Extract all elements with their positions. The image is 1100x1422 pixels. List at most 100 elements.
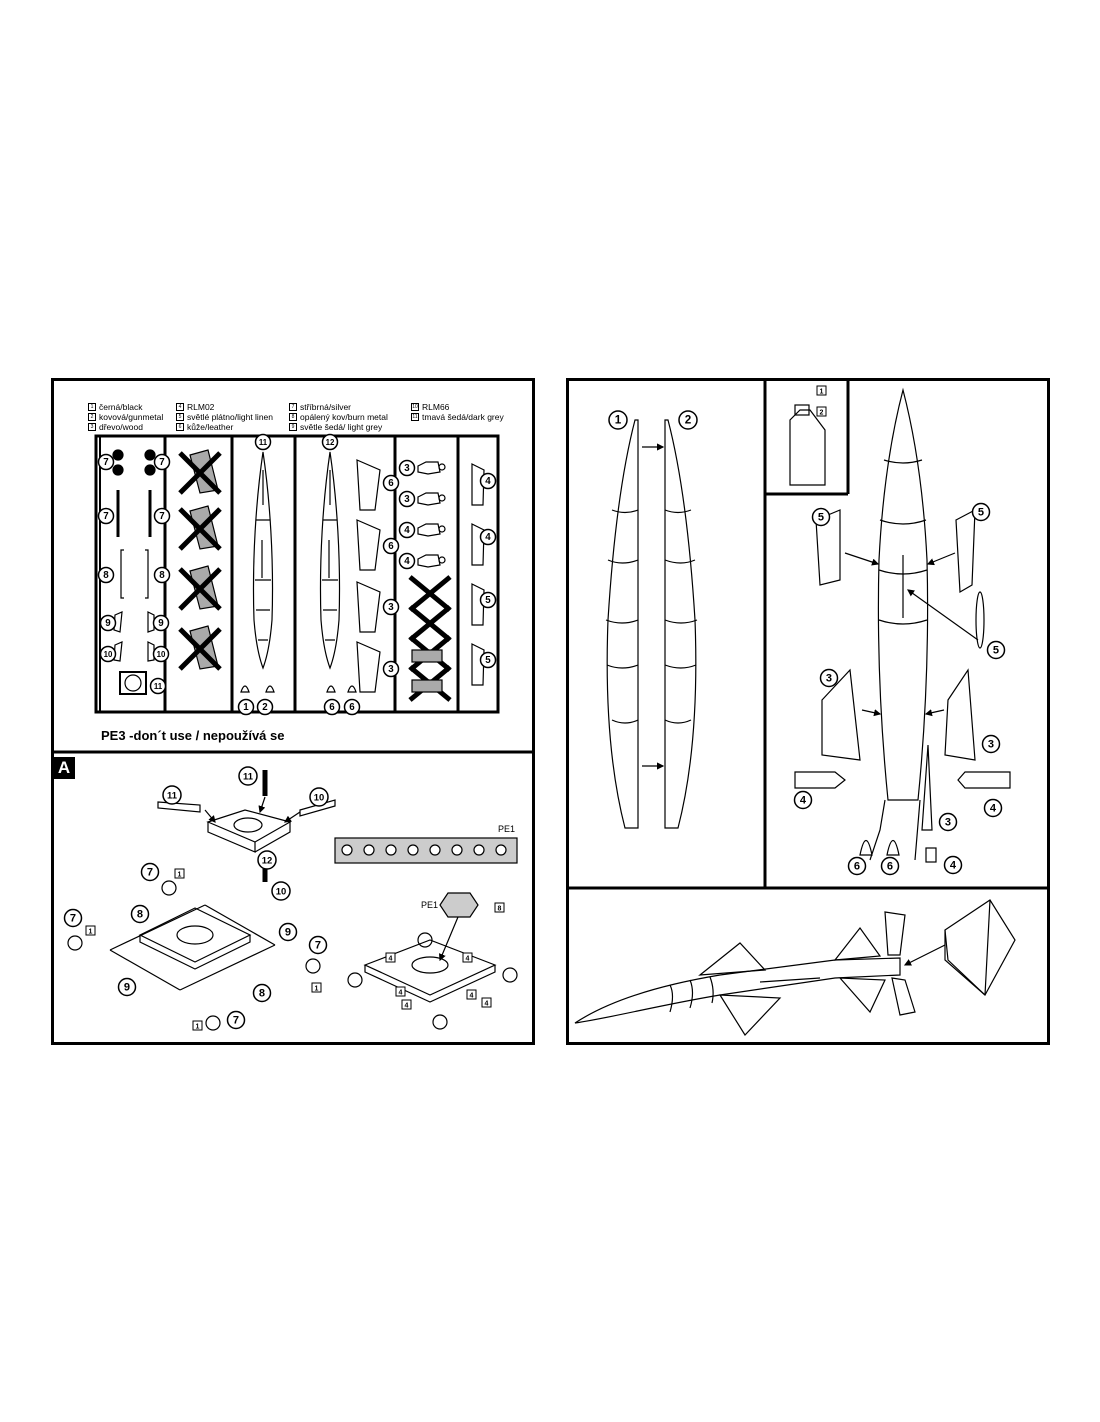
part-callout: [678, 410, 698, 430]
part-callout: [99, 614, 117, 632]
part-callout-number: 9: [285, 926, 291, 938]
part-callout: [153, 453, 171, 471]
part-callout-number: 9: [158, 618, 164, 629]
paint-ref-box: [494, 902, 505, 913]
legend-item: RLM66: [422, 402, 450, 412]
part-callout: [793, 790, 813, 810]
legend-swatch: 3: [88, 423, 96, 431]
legend-swatch: 11: [411, 413, 419, 421]
paint-ref-box: [481, 997, 492, 1008]
part-callout-number: 2: [262, 702, 268, 713]
part-callout: [97, 453, 115, 471]
part-callout: [343, 698, 361, 716]
part-callout: [938, 812, 958, 832]
part-callout: [153, 566, 171, 584]
part-callout: [117, 977, 137, 997]
legend-item: stříbrná/silver: [300, 402, 352, 412]
part-callout-number: 12: [326, 438, 335, 447]
part-callout-number: 11: [259, 438, 268, 447]
part-callout: [479, 472, 497, 490]
part-callout: [152, 645, 170, 663]
part-callout-number: 4: [404, 525, 410, 536]
part-callout-number: 4: [990, 802, 997, 814]
pe1-label-small: PE1: [421, 900, 439, 910]
part-callout: [382, 598, 400, 616]
part-callout-number: 3: [388, 664, 394, 675]
legend-swatch: 5: [176, 413, 184, 421]
part-callout: [321, 433, 339, 451]
part-callout-number: 11: [154, 682, 163, 691]
paint-ref-box: [462, 952, 473, 963]
paint-ref-box: [85, 925, 96, 936]
part-callout-number: 4: [800, 794, 807, 806]
part-callout: [398, 490, 416, 508]
legend-swatch: 9: [289, 423, 297, 431]
paint-ref-number: 4: [485, 1001, 489, 1008]
part-callout: [479, 651, 497, 669]
part-callout-number: 1: [615, 414, 622, 427]
part-callout-number: 2: [685, 414, 692, 427]
part-callout-number: 8: [103, 570, 109, 581]
paint-ref-box: [385, 952, 396, 963]
part-callout-number: 3: [826, 672, 832, 684]
paint-ref-number: 1: [315, 986, 319, 993]
part-callout-number: 6: [349, 702, 355, 713]
part-callout: [99, 645, 117, 663]
part-callout: [308, 935, 328, 955]
part-callout-number: 7: [103, 457, 108, 468]
part-callout-number: 7: [159, 511, 164, 522]
paint-ref-number: 4: [466, 956, 470, 963]
part-callout-number: 11: [167, 791, 177, 802]
part-callout: [479, 591, 497, 609]
part-callout: [880, 856, 900, 876]
paint-ref-box: [174, 868, 185, 879]
part-callout-number: 4: [485, 532, 491, 543]
paint-ref-number: 1: [178, 872, 182, 879]
part-callout-number: 10: [276, 887, 287, 898]
paint-ref-box: [311, 982, 322, 993]
legend-item: kůže/leather: [187, 422, 234, 432]
part-callout-number: 3: [404, 494, 410, 505]
part-callout-number: 3: [388, 602, 394, 613]
part-callout: [63, 908, 83, 928]
part-callout: [152, 614, 170, 632]
part-callout: [382, 537, 400, 555]
part-callout-number: 6: [388, 478, 394, 489]
part-callout: [382, 660, 400, 678]
legend-swatch: 1: [88, 403, 96, 411]
part-callout: [847, 856, 867, 876]
part-callout-number: 5: [485, 655, 491, 666]
paint-ref-number: 1: [820, 389, 824, 396]
part-callout-number: 6: [329, 702, 335, 713]
part-callout: [271, 881, 291, 901]
part-callout: [237, 698, 255, 716]
part-callout: [382, 474, 400, 492]
legend-item: světlé plátno/light linen: [187, 412, 274, 422]
part-callout: [226, 1010, 246, 1030]
part-callout-number: 3: [404, 463, 410, 474]
paint-ref-box: [816, 385, 827, 396]
part-callout: [257, 850, 277, 870]
part-callout: [811, 507, 831, 527]
part-callout: [608, 410, 628, 430]
part-callout-number: 7: [233, 1014, 239, 1026]
part-callout: [943, 855, 963, 875]
part-callout-number: 11: [243, 772, 253, 783]
paint-ref-box: [401, 999, 412, 1010]
part-callout: [323, 698, 341, 716]
legend-swatch: 2: [88, 413, 96, 421]
part-callout-number: 5: [978, 506, 984, 518]
part-callout-number: 7: [70, 912, 76, 924]
part-callout-number: 9: [124, 981, 130, 993]
right-instruction-panel: [566, 378, 1050, 1045]
legend-swatch: 6: [176, 423, 184, 431]
part-callout-number: 4: [485, 476, 491, 487]
part-callout: [140, 862, 160, 882]
part-callout-number: 8: [137, 908, 143, 920]
pe1-label: PE1: [498, 824, 516, 834]
part-callout-number: 6: [854, 860, 860, 872]
part-callout: [254, 433, 272, 451]
legend-item: RLM02: [187, 402, 215, 412]
part-callout: [309, 787, 329, 807]
